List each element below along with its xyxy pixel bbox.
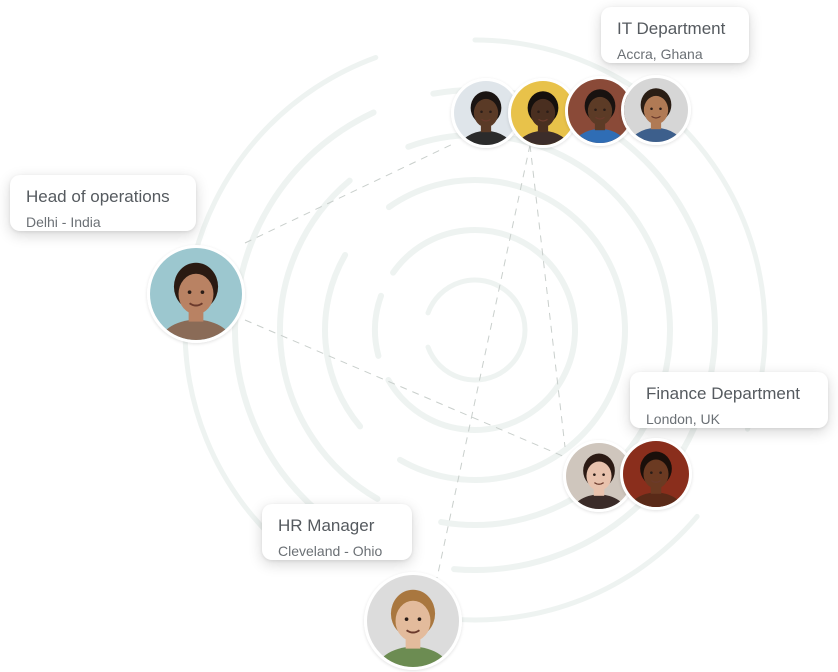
node-location: London, UK (646, 411, 720, 427)
node-title: IT Department (617, 19, 726, 38)
person-icon (624, 78, 688, 142)
person-icon (454, 81, 518, 145)
person-icon (623, 441, 689, 507)
hr-manager-card: HR Manager Cleveland - Ohio (262, 504, 412, 560)
it-department-card: IT Department Accra, Ghana (601, 7, 749, 63)
ring-arc (472, 37, 768, 432)
ring-arc (372, 292, 385, 359)
avatar (451, 78, 521, 148)
avatar (508, 78, 578, 148)
avatar (364, 572, 462, 670)
node-location: Accra, Ghana (617, 46, 703, 62)
ring-arc (385, 177, 628, 483)
ring-arc (385, 227, 578, 433)
avatar (621, 75, 691, 145)
person-icon (150, 248, 242, 340)
node-title: Finance Department (646, 384, 801, 403)
finance-department-card: Finance Department London, UK (630, 372, 828, 428)
ring-arc (425, 277, 528, 383)
node-location: Delhi - India (26, 214, 101, 230)
person-icon (511, 81, 575, 145)
avatar (147, 245, 245, 343)
person-icon (367, 575, 459, 667)
ring-arc (322, 252, 364, 430)
head-of-operations-card: Head of operations Delhi - India (10, 175, 196, 231)
connector-line (529, 144, 566, 448)
ring-arc (277, 177, 381, 502)
node-location: Cleveland - Ohio (278, 543, 383, 559)
node-title: HR Manager (278, 516, 375, 535)
ring-arc (422, 513, 700, 623)
avatar (620, 438, 692, 510)
connector-line (244, 319, 566, 458)
connector-line (436, 144, 531, 579)
ring-arc (405, 132, 673, 528)
ring-arc (232, 109, 396, 559)
node-title: Head of operations (26, 187, 170, 206)
